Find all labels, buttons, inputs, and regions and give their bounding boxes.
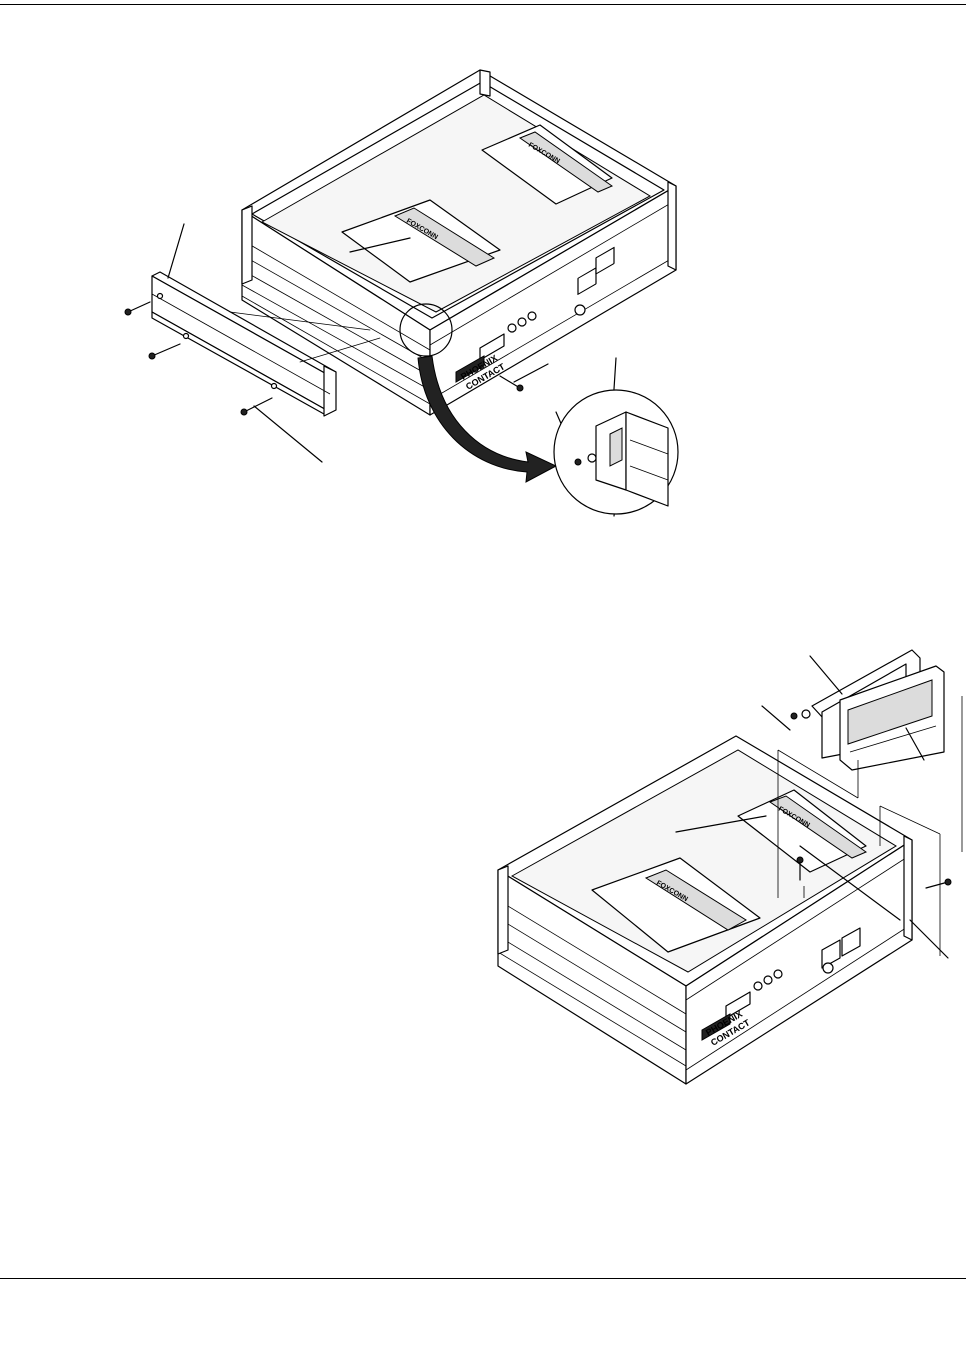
figure-rail-mounting: FOXCONN FOXCONN PHOENIX CONTACT: [124, 69, 679, 517]
mounting-bracket: [790, 649, 945, 771]
chassis-body: [241, 69, 677, 416]
expansion-card: FOXCONN: [341, 199, 501, 283]
alignment-lines: [777, 696, 963, 956]
header-rule: [0, 4, 966, 5]
expansion-card-rear-2: FOXCONN: [737, 789, 868, 873]
io-ports: [455, 246, 615, 383]
figure-bracket-mounting: FOXCONN FOXCONN PHOENIX CONTACT: [497, 649, 963, 1085]
leader-lines-2: [675, 655, 949, 959]
chassis-body-2: [497, 735, 913, 1085]
screws-2: [796, 856, 952, 889]
screws: [124, 301, 524, 416]
io-ports-2: [701, 927, 861, 1041]
side-rail: [151, 271, 337, 417]
expansion-card-2: FOXCONN: [591, 857, 761, 953]
footer-rule: [0, 1278, 966, 1279]
expansion-card-rear: FOXCONN: [481, 124, 614, 205]
detail-callout: [399, 303, 679, 515]
